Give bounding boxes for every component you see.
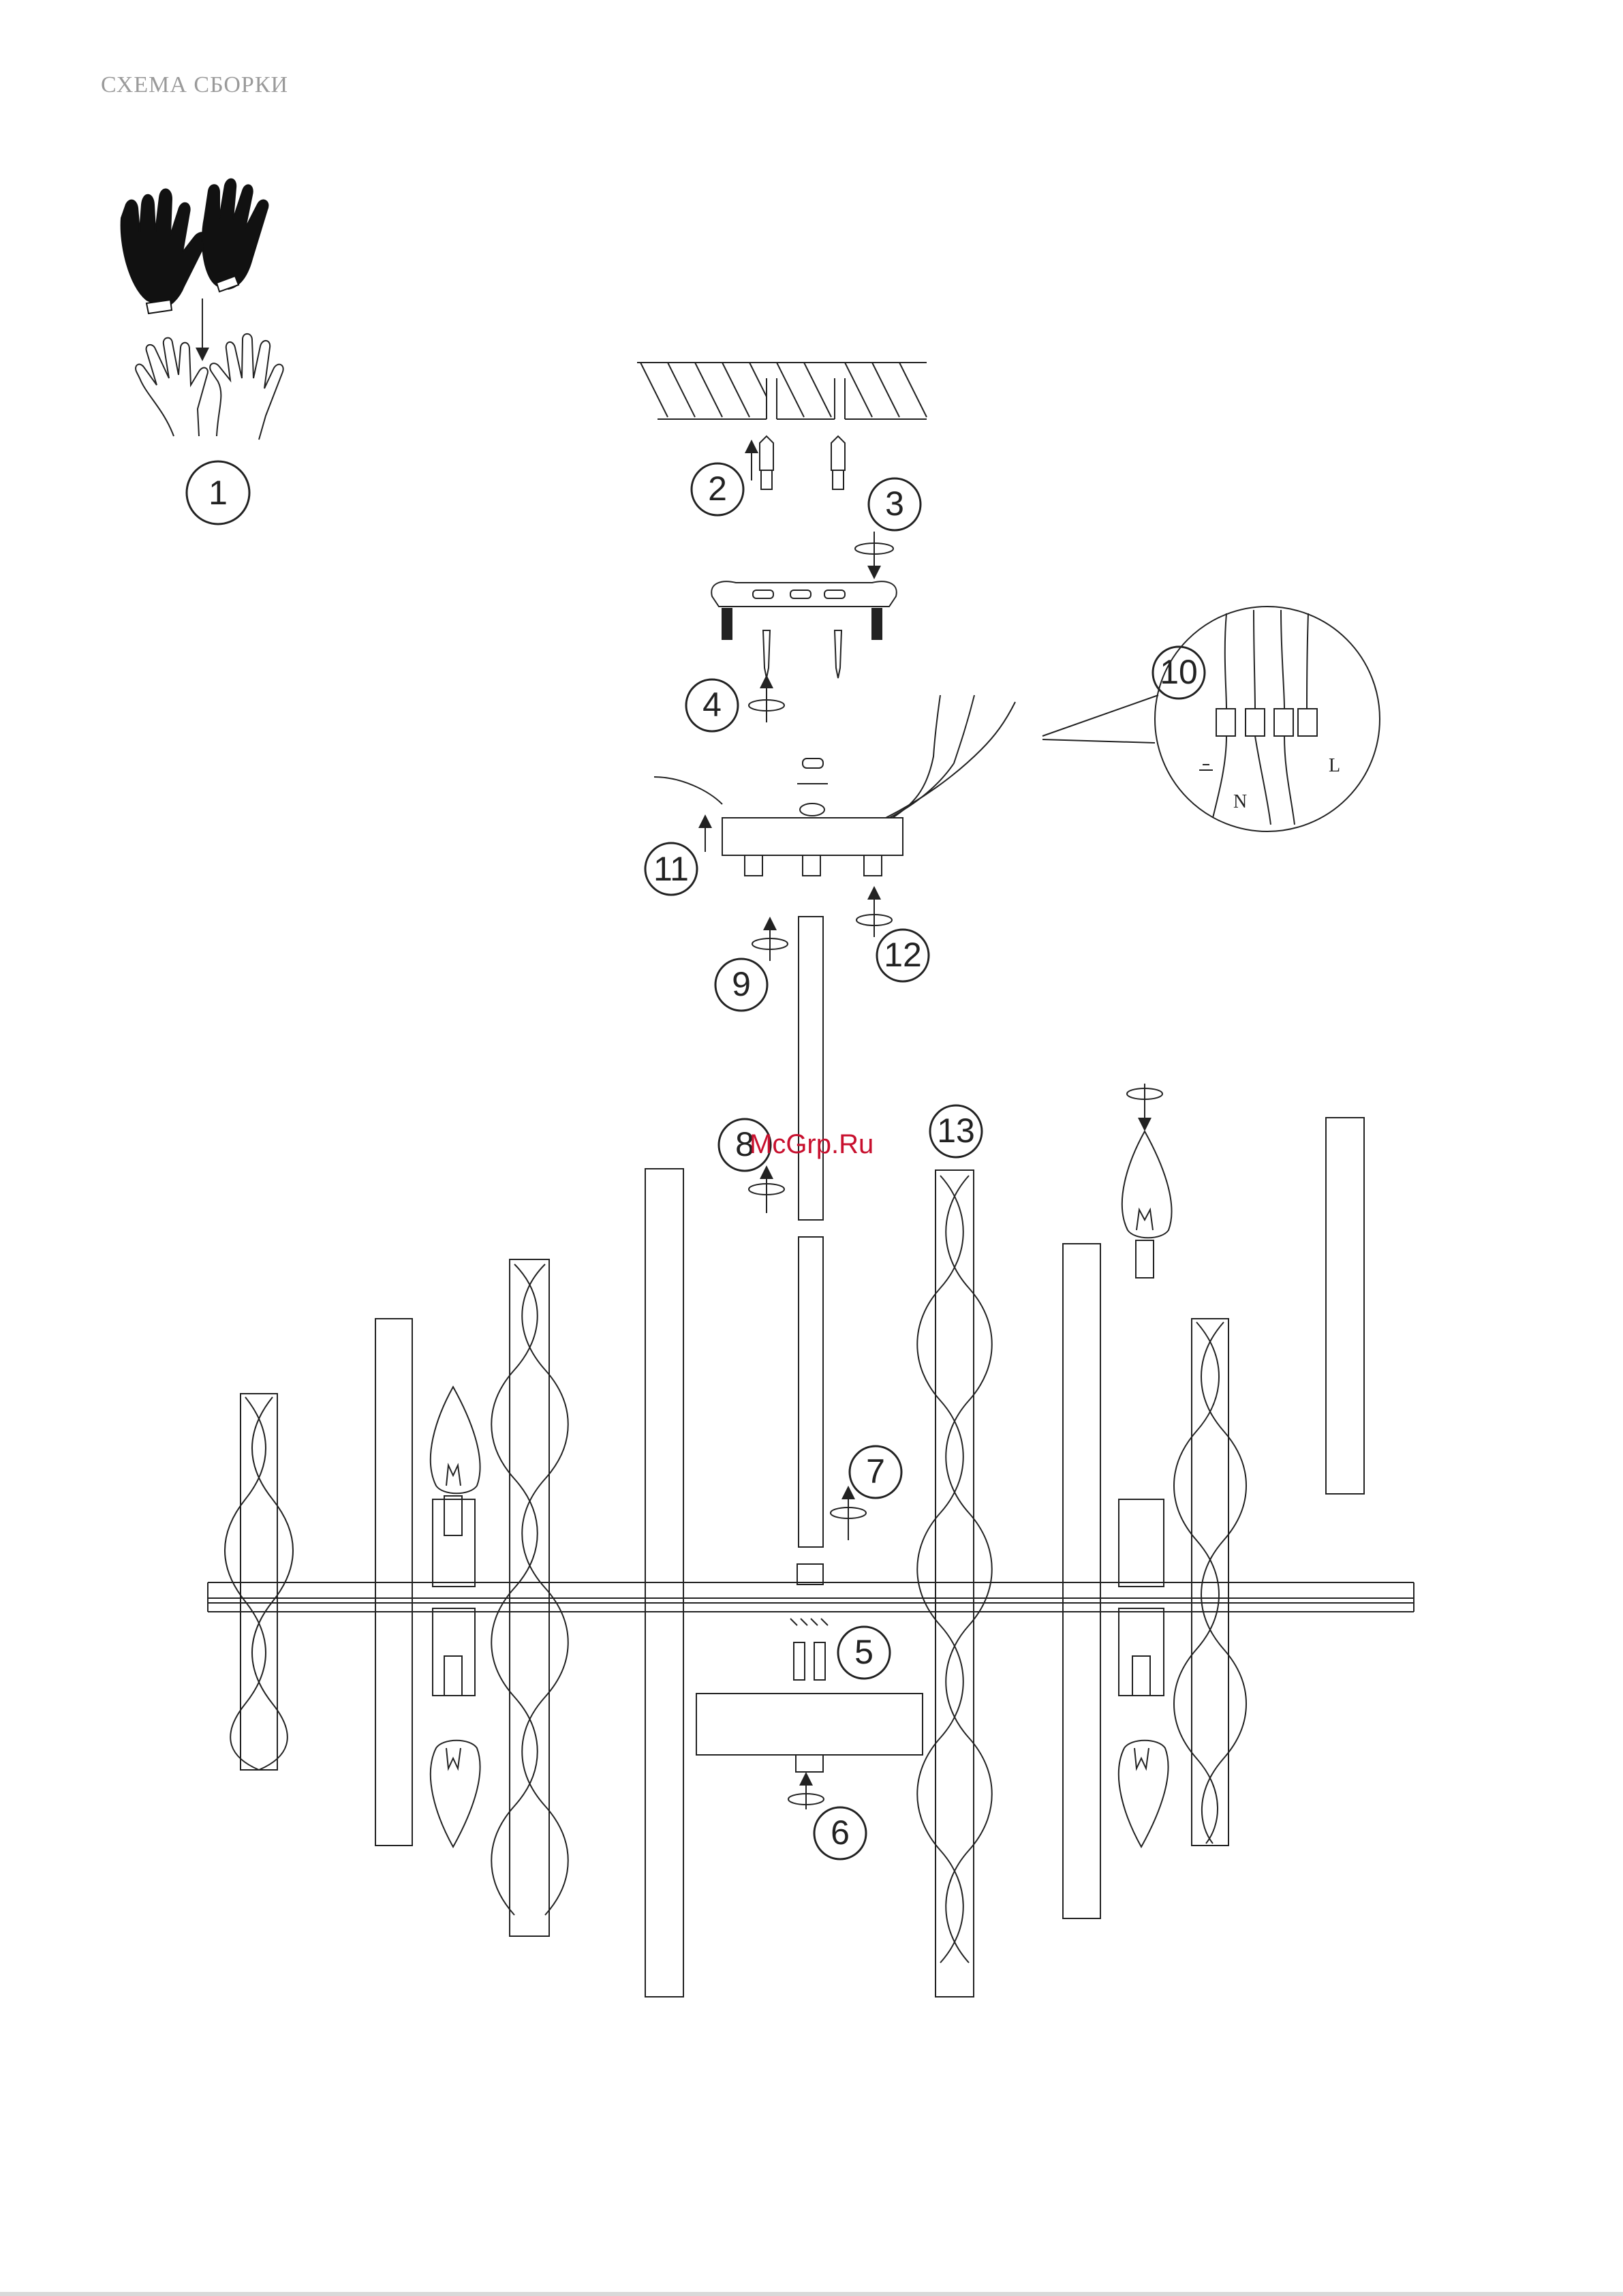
bare-hands-icon bbox=[136, 334, 283, 440]
rotate-arrow-icon bbox=[749, 1172, 866, 1540]
rotate-arrow-icon bbox=[855, 532, 893, 572]
suspension-rod bbox=[797, 917, 823, 1585]
neutral-wire-label: N bbox=[1233, 791, 1247, 812]
step-2-label: 2 bbox=[708, 470, 727, 508]
decorative-rod bbox=[225, 1118, 1364, 1997]
horizontal-frame bbox=[208, 1582, 1414, 1612]
step-12-label: 12 bbox=[884, 936, 922, 974]
wall-plug-icon bbox=[752, 436, 845, 489]
candle-bulb-icon bbox=[431, 1084, 1172, 1847]
page-bottom-divider bbox=[0, 2292, 1623, 2296]
gloves-icon bbox=[121, 179, 268, 313]
step-3-label: 3 bbox=[885, 485, 904, 523]
step-10-label: 10 bbox=[1160, 653, 1198, 691]
screw-icon bbox=[749, 630, 841, 722]
step-11-label: 11 bbox=[653, 850, 689, 888]
wiring-detail bbox=[1042, 607, 1380, 831]
step-5-label: 5 bbox=[854, 1633, 874, 1671]
mounting-bracket bbox=[711, 581, 897, 639]
step-13-label: 13 bbox=[937, 1112, 975, 1150]
step-9-label: 9 bbox=[732, 965, 751, 1003]
step-1-label: 1 bbox=[208, 474, 228, 512]
live-wire-label: L bbox=[1329, 755, 1340, 776]
rotate-arrow-icon bbox=[752, 893, 892, 961]
step-6-label: 6 bbox=[831, 1813, 850, 1852]
step-7-label: 7 bbox=[866, 1452, 885, 1490]
ceiling bbox=[637, 363, 927, 419]
watermark: McGrp.Ru bbox=[749, 1129, 874, 1160]
step-4-label: 4 bbox=[702, 686, 722, 724]
